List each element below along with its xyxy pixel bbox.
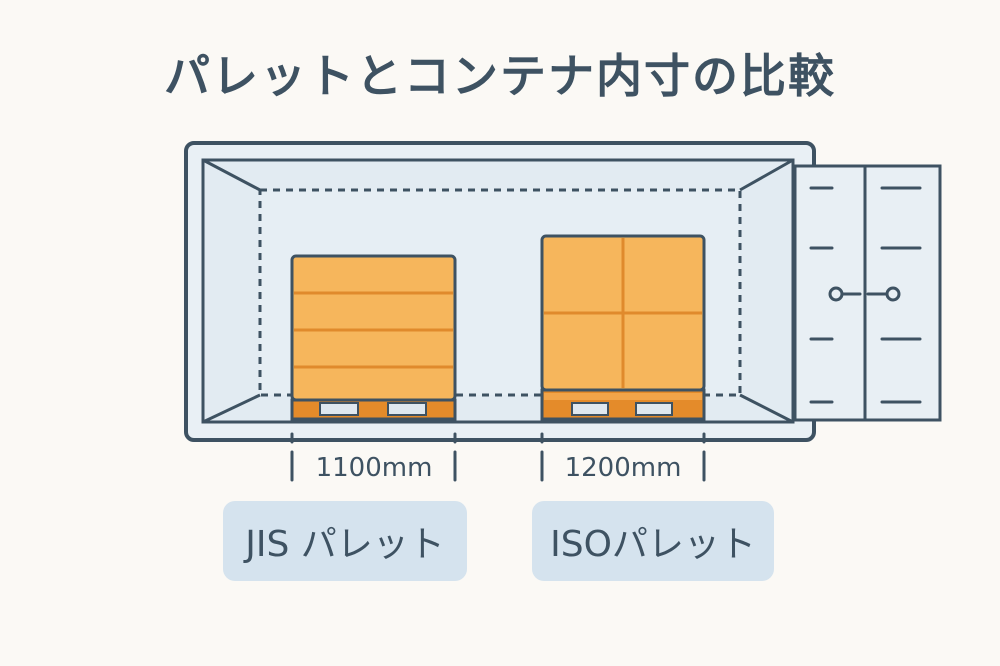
- jis-pallet-cargo: [290, 254, 457, 402]
- jis-pallet-base: [290, 398, 457, 421]
- door-handle-left: [828, 286, 844, 302]
- iso-dimension-label: 1200mm: [564, 453, 682, 483]
- dimension-ticks: [290, 432, 706, 482]
- iso-pallet-label-text: ISOパレット: [550, 524, 756, 565]
- door-handle-right: [885, 286, 901, 302]
- perspective-line-tl: [202, 158, 261, 192]
- perspective-line-br: [739, 393, 794, 424]
- page-title: パレットとコンテナ内寸の比較: [164, 49, 836, 103]
- iso-pallet-base: [540, 388, 706, 421]
- door-markings: [809, 186, 922, 404]
- perspective-line-tr: [739, 158, 794, 192]
- jis-pallet-label-text: JIS パレット: [245, 524, 445, 565]
- iso-pallet-label: ISOパレット: [532, 501, 774, 581]
- jis-pallet-label: JIS パレット: [223, 501, 467, 581]
- perspective-line-bl: [202, 393, 261, 424]
- jis-dimension-label: 1100mm: [315, 453, 433, 483]
- iso-pallet-cargo: [540, 234, 706, 392]
